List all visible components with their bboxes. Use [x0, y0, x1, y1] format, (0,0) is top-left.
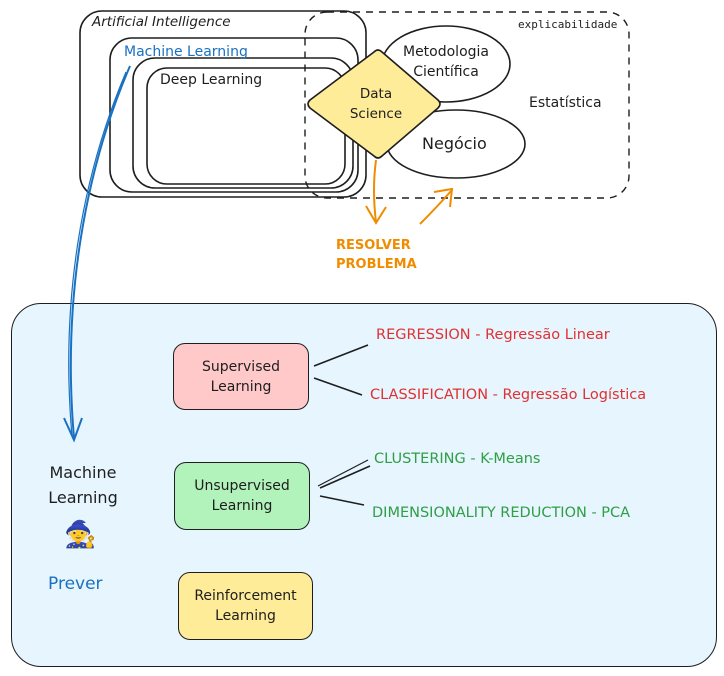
blue-arrow: [69, 65, 131, 439]
negocio-label: Negócio: [422, 134, 487, 153]
estatistica-label: Estatística: [529, 95, 602, 111]
clustering-item: CLUSTERING - K-Means: [374, 451, 541, 467]
connector-unsupervised-clustering: [319, 465, 371, 489]
dl-label: Deep Learning: [160, 72, 263, 88]
blue-arrow-head: [63, 417, 83, 443]
blue-arrow-second-stroke: [68, 71, 127, 437]
connector-unsupervised-dimred: [319, 495, 365, 506]
unsupervised-learning-label: Unsupervised Learning: [194, 478, 290, 514]
regression-item: REGRESSION - Regressão Linear: [376, 327, 610, 343]
connector-supervised-classification: [313, 377, 363, 396]
unsupervised-learning-box: Unsupervised Learning: [174, 462, 310, 530]
prever-label: Prever: [48, 574, 103, 594]
orange-arrow-up: [419, 189, 453, 225]
explicabilidade-label: explicabilidade: [518, 18, 618, 31]
supervised-learning-box: Supervised Learning: [173, 343, 309, 410]
supervised-learning-label: Supervised Learning: [202, 358, 280, 395]
ml-label: Machine Learning: [124, 44, 248, 60]
data-science-label: Data Science: [349, 86, 403, 122]
data-science-diamond: [307, 49, 441, 159]
metodologia-label: Metodologia Científica: [402, 44, 489, 80]
explicabilidade-region: [304, 11, 630, 199]
resolver-label: RESOLVER PROBLEMA: [336, 238, 417, 272]
orange-arrow-down: [373, 159, 377, 223]
dimensionality-reduction-item: DIMENSIONALITY REDUCTION - PCA: [372, 505, 631, 521]
orange-arrow-down-head: [365, 205, 387, 225]
classification-item: CLASSIFICATION - Regressão Logística: [370, 387, 647, 403]
orange-arrow-up-head: [433, 187, 454, 208]
connector-supervised-regression: [313, 344, 369, 367]
reinforcement-learning-label: Reinforcement Learning: [194, 588, 297, 624]
wizard-icon: 🧙: [64, 520, 97, 550]
ml-panel-title: Machine Learning: [48, 463, 118, 507]
ml-panel: [11, 303, 717, 667]
connector-unsupervised-clustering-2: [317, 459, 369, 487]
ai-label: Artificial Intelligence: [92, 14, 231, 30]
reinforcement-learning-box: Reinforcement Learning: [178, 572, 313, 640]
